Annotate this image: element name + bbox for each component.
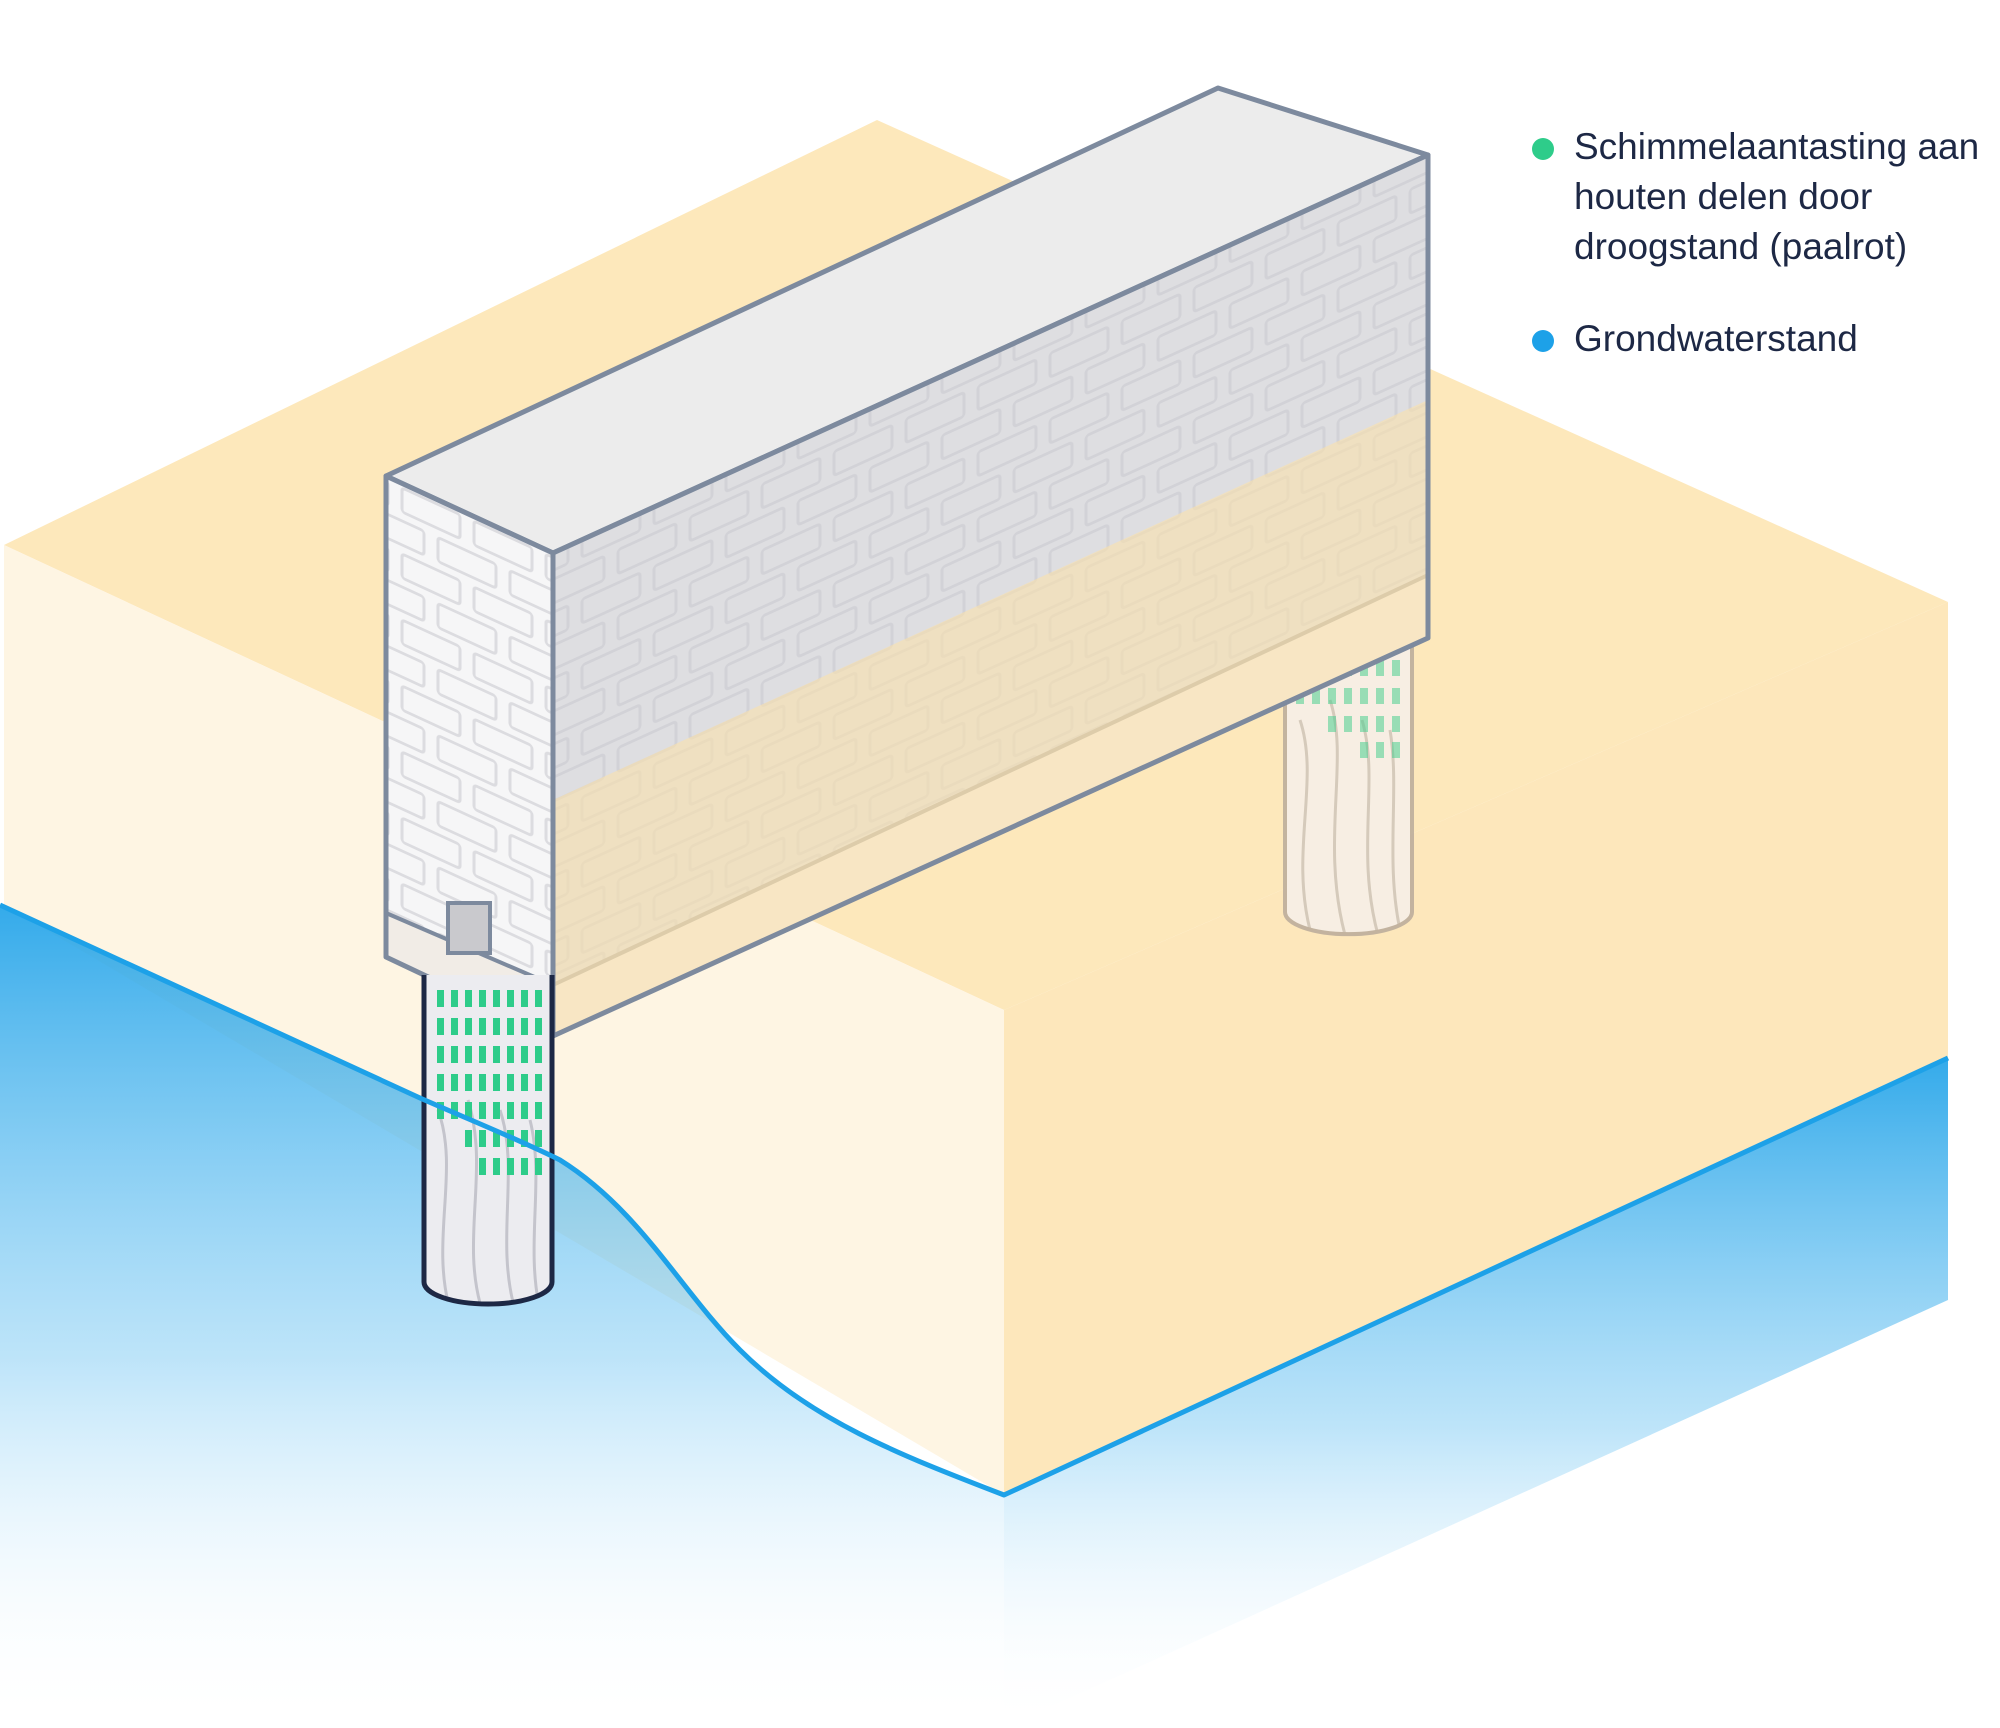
fungus-mark <box>479 990 486 1007</box>
fungus-mark <box>437 990 444 1007</box>
fungus-mark <box>465 1018 472 1035</box>
vent <box>446 901 492 955</box>
fungus-mark <box>507 1158 514 1175</box>
fungus-mark <box>437 1018 444 1035</box>
fungus-mark <box>507 1102 514 1119</box>
legend: Schimmelaantasting aan houten delen door… <box>1530 122 2000 406</box>
fungus-mark <box>521 990 528 1007</box>
fungus-mark <box>465 990 472 1007</box>
legend-item-groundwater: Grondwaterstand <box>1530 314 2000 364</box>
fungus-mark <box>493 1074 500 1091</box>
fungus-mark <box>535 1130 542 1147</box>
pile-left <box>421 975 555 1307</box>
fungus-mark <box>493 1102 500 1119</box>
fungus-mark <box>479 1158 486 1175</box>
fungus-mark <box>451 990 458 1007</box>
fungus-mark <box>437 1102 444 1119</box>
fungus-mark <box>507 1046 514 1063</box>
fungus-mark <box>521 1130 528 1147</box>
groundwater-left-body <box>0 905 1004 1728</box>
fungus-mark <box>451 1046 458 1063</box>
fungus-mark <box>507 1074 514 1091</box>
fungus-mark <box>479 1046 486 1063</box>
fungus-mark <box>535 1074 542 1091</box>
fungus-mark <box>451 1018 458 1035</box>
fungus-mark <box>493 990 500 1007</box>
fungus-mark <box>493 1130 500 1147</box>
fungus-mark <box>521 1018 528 1035</box>
fungus-mark <box>535 990 542 1007</box>
fungus-mark <box>479 1130 486 1147</box>
fungus-marks-left <box>437 990 542 1175</box>
fungus-mark <box>437 1074 444 1091</box>
groundwater-right-body <box>1004 1058 1948 1728</box>
fungus-mark <box>465 1074 472 1091</box>
fungus-mark <box>535 1158 542 1175</box>
soil-overlay <box>553 400 1428 1036</box>
soil-right-side <box>1004 602 1948 1495</box>
groundwater-line <box>0 902 1950 1498</box>
fungus-mark <box>479 1074 486 1091</box>
fungus-mark <box>479 1018 486 1035</box>
fungus-mark <box>465 1046 472 1063</box>
fungus-mark <box>451 1074 458 1091</box>
fungus-mark <box>465 1130 472 1147</box>
fungus-mark <box>535 1046 542 1063</box>
fungus-mark <box>493 1046 500 1063</box>
legend-dot-groundwater-icon <box>1532 330 1554 352</box>
fungus-mark <box>493 1018 500 1035</box>
fungus-mark <box>507 1018 514 1035</box>
fungus-mark <box>437 1046 444 1063</box>
fungus-mark <box>507 990 514 1007</box>
fungus-mark <box>521 1074 528 1091</box>
legend-dot-fungus-icon <box>1532 138 1554 160</box>
fungus-mark <box>535 1018 542 1035</box>
legend-label-groundwater: Grondwaterstand <box>1574 318 1858 359</box>
fungus-mark <box>521 1158 528 1175</box>
fungus-mark <box>479 1102 486 1119</box>
fungus-mark <box>535 1102 542 1119</box>
fungus-mark <box>521 1102 528 1119</box>
legend-item-fungus: Schimmelaantasting aan houten delen door… <box>1530 122 2000 272</box>
fungus-mark <box>493 1158 500 1175</box>
legend-label-fungus: Schimmelaantasting aan houten delen door… <box>1574 126 1980 267</box>
fungus-mark <box>521 1046 528 1063</box>
fungus-mark <box>465 1102 472 1119</box>
